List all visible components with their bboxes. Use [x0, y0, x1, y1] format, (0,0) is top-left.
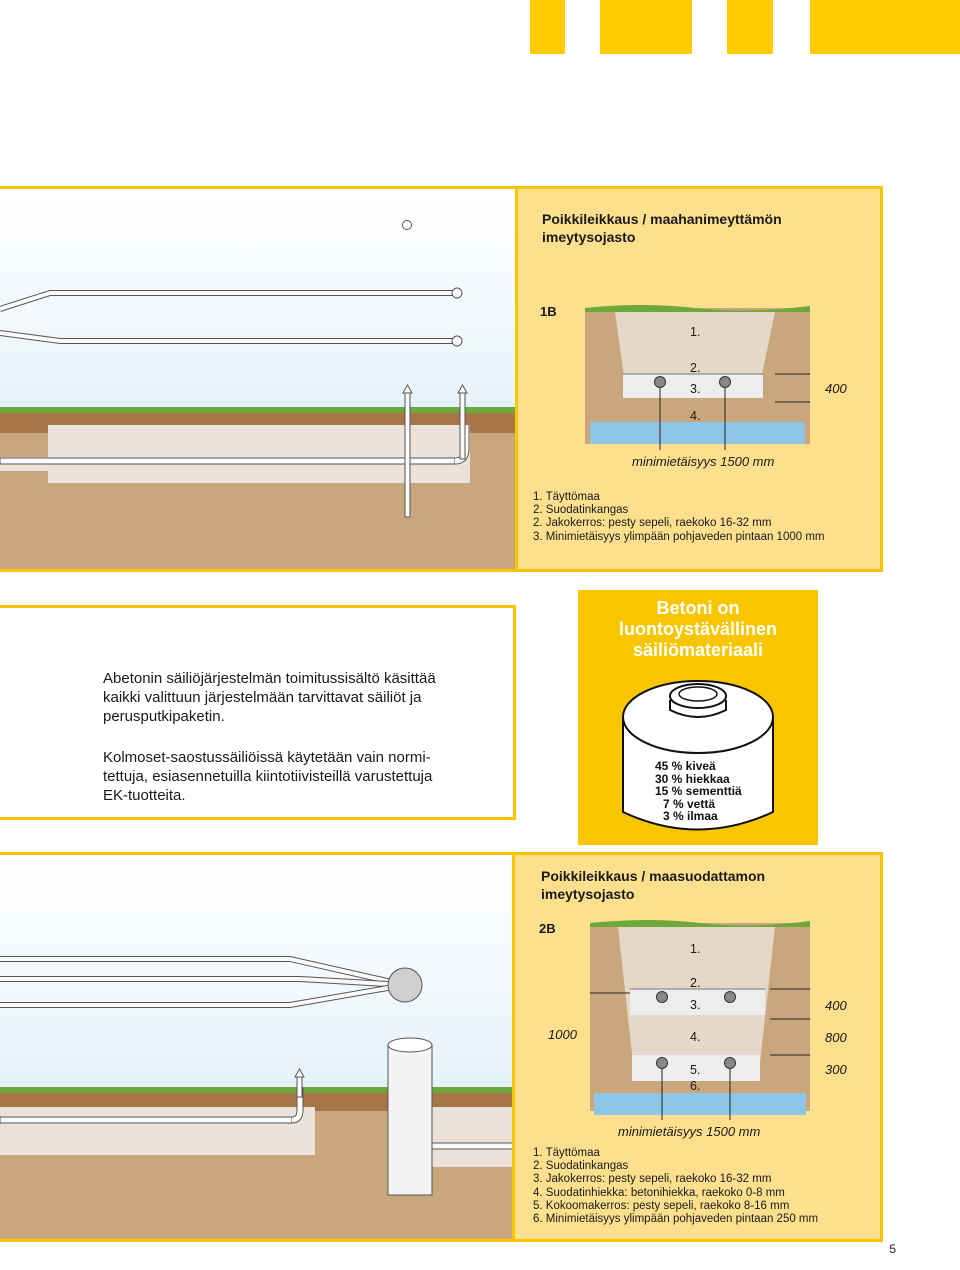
concrete-mix-list: 45 % kiveä 30 % hiekkaa 15 % sementtiä 7… — [655, 760, 742, 823]
section1-layer-3: 3. — [690, 382, 701, 396]
concrete-title: Betoni on luontoystävällinen säiliömater… — [578, 598, 818, 661]
section2-layer-5: 5. — [690, 1063, 701, 1077]
concrete-mix-item: 30 % hiekkaa — [655, 771, 730, 786]
section2-title-line2: imeytysojasto — [541, 886, 635, 902]
top-tab-1 — [530, 0, 565, 54]
concrete-mix-item: 15 % sementtiä — [655, 784, 742, 798]
section2-legend-item: 2. Suodatinkangas — [533, 1160, 629, 1173]
section2-layer-6: 6. — [690, 1079, 701, 1093]
section1-dim-400: 400 — [825, 381, 847, 396]
section2-dim-400: 400 — [825, 998, 847, 1013]
section2-title-line1: Poikkileikkaus / maasuodattamon — [541, 868, 766, 884]
info-line: Kolmoset-saostussäiliöissä käytetään vai… — [103, 749, 431, 766]
info-paragraph-2: Kolmoset-saostussäiliöissä käytetään vai… — [103, 748, 432, 805]
section2-layer-1: 1. — [690, 942, 701, 956]
section1-illustration — [0, 186, 518, 572]
info-line: Abetonin säiliöjärjestelmän toimitussisä… — [103, 670, 436, 687]
section2-min-distance: minimietäisyys 1500 mm — [618, 1124, 761, 1139]
infiltration-field-illustration-2 — [0, 956, 515, 1239]
info-line: perusputkipaketin. — [103, 708, 225, 725]
info-line: kaikki valittuun järjestelmään tarvittav… — [103, 689, 422, 706]
section2-dim-1000: 1000 — [548, 1027, 577, 1042]
section2-legend-item: 4. Suodatinhiekka: betonihiekka, raekoko… — [533, 1186, 785, 1199]
section1-legend-item: 2. Suodatinkangas — [533, 504, 629, 517]
top-tab-4 — [810, 0, 960, 54]
trench-cross-section-2 — [590, 920, 810, 1120]
section2-illustration — [0, 852, 515, 1242]
section2-title: Poikkileikkaus / maasuodattamon imeytyso… — [541, 867, 765, 903]
section2-legend-item: 6. Minimietäisyys ylimpään pohjaveden pi… — [533, 1213, 819, 1226]
infiltration-field-illustration-1 — [0, 220, 518, 569]
section1-tag: 1B — [540, 304, 557, 319]
section2-dim-800: 800 — [825, 1030, 847, 1045]
info-box — [0, 605, 516, 820]
section2-layer-2: 2. — [690, 976, 701, 990]
section1-legend-item: 1. Täyttömaa — [533, 491, 600, 503]
concrete-tank-illustration — [622, 680, 774, 831]
section2-legend-item: 5. Kokoomakerros: pesty sepeli, raekoko … — [533, 1199, 790, 1212]
section1-title-line1: Poikkileikkaus / maahanimeyttämön — [542, 211, 782, 227]
section2-legend: 1. Täyttömaa 2. Suodatinkangas 3. Jakoke… — [533, 1147, 818, 1226]
page-number: 5 — [889, 1242, 896, 1256]
section1-layer-4: 4. — [690, 409, 701, 423]
section1-title-line2: imeytysojasto — [542, 229, 636, 245]
section1-legend: 1. Täyttömaa 2. Suodatinkangas 2. Jakoke… — [533, 491, 825, 544]
info-paragraph-1: Abetonin säiliöjärjestelmän toimitussisä… — [103, 669, 436, 726]
section2-layer-4: 4. — [690, 1030, 701, 1044]
trench-cross-section-1 — [585, 305, 810, 450]
concrete-title-line: luontoystävällinen — [618, 619, 778, 639]
section1-min-distance: minimietäisyys 1500 mm — [632, 454, 775, 469]
top-tab-2 — [600, 0, 692, 54]
section2-dim-300: 300 — [825, 1062, 847, 1077]
section1-legend-item: 3. Minimietäisyys ylimpään pohjaveden pi… — [533, 530, 825, 543]
section2-layer-3: 3. — [690, 998, 701, 1012]
concrete-title-line: Betoni on — [656, 598, 740, 618]
top-tab-3 — [727, 0, 773, 54]
section1-title: Poikkileikkaus / maahanimeyttämön imeyty… — [542, 210, 782, 246]
info-line: tettuja, esiasennetuilla kiintotiivistei… — [103, 768, 433, 785]
section1-legend-item: 2. Jakokerros: pesty sepeli, raekoko 16-… — [533, 517, 772, 530]
section2-tag: 2B — [539, 921, 556, 936]
section1-layer-2: 2. — [690, 361, 701, 375]
concrete-mix-item: 45 % kiveä — [655, 759, 716, 773]
concrete-mix-item: 3 % ilmaa — [663, 809, 718, 823]
concrete-mix-item: 7 % vettä — [663, 796, 716, 811]
section2-legend-item: 3. Jakokerros: pesty sepeli, raekoko 16-… — [533, 1173, 772, 1186]
section2-legend-item: 1. Täyttömaa — [533, 1147, 600, 1159]
section1-layer-1: 1. — [690, 325, 701, 339]
concrete-title-line: säiliömateriaali — [632, 640, 764, 660]
info-line: EK-tuotteita. — [103, 787, 186, 804]
